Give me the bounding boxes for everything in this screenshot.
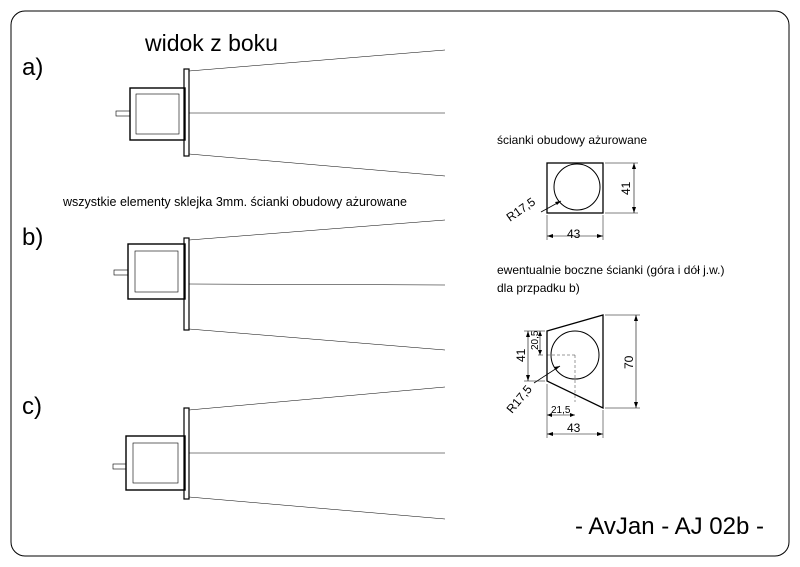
housing-box [129, 87, 186, 141]
detail-1-title: ścianki obudowy ażurowane [497, 133, 647, 147]
housing-inner [134, 250, 179, 293]
dimension-arrows [632, 163, 636, 213]
housing-inner [132, 442, 179, 484]
detail-1-panel [540, 162, 638, 240]
detail-2-height-right: 70 [622, 355, 636, 369]
shaft [112, 463, 127, 470]
variant-a-side-view [115, 49, 446, 177]
variant-label-a: a) [22, 54, 43, 81]
trapezoid-panel [546, 314, 604, 410]
housing-box [125, 435, 186, 491]
dimension-arrows [547, 234, 603, 238]
detail-1-height: 41 [619, 181, 633, 195]
horn-top-line [188, 219, 446, 241]
detail-2-radius: R17,5 [504, 382, 536, 416]
variant-label-c: c) [22, 393, 42, 420]
shaft [113, 269, 129, 276]
horn-axis-line [188, 283, 446, 286]
horn-top-line [188, 386, 446, 411]
detail-2-offset-h: 21,5 [551, 405, 571, 416]
baffle-plate [183, 407, 190, 500]
dimension-arrows [547, 432, 603, 436]
detail-2-width: 43 [567, 421, 581, 435]
square-panel [546, 162, 604, 214]
detail-2-offset-v: 20,5 [530, 330, 541, 350]
dimension-arrows [526, 331, 542, 381]
variant-label-b: b) [22, 224, 43, 251]
housing-box [127, 243, 186, 300]
shaft [115, 110, 131, 117]
detail-1-radius: R17,5 [504, 194, 539, 224]
detail-2-height-left: 41 [514, 348, 528, 362]
cutout-circle [553, 163, 601, 211]
drawing-signature: - AvJan - AJ 02b - [575, 513, 764, 540]
page-frame [10, 10, 790, 557]
cutout-circle [550, 330, 600, 380]
horn-bottom-line [188, 153, 446, 177]
horn-bottom-line [188, 496, 446, 520]
horn-bottom-line [188, 328, 446, 351]
page-title: widok z boku [144, 30, 278, 56]
detail-2-panel [524, 314, 640, 438]
material-note: wszystkie elementy sklejka 3mm. ścianki … [62, 195, 407, 209]
detail-2-title-line1: ewentualnie boczne ścianki (góra i dół j… [497, 263, 724, 277]
radius-arrow [555, 201, 561, 205]
detail-1-width: 43 [567, 227, 581, 241]
horn-top-line [188, 49, 446, 72]
baffle-plate [183, 68, 190, 157]
housing-inner [135, 93, 180, 135]
variant-c-side-view [112, 386, 446, 520]
radius-arrow [554, 366, 560, 370]
variant-b-side-view [113, 219, 446, 351]
detail-2-title-line2: dla przpadku b) [497, 281, 580, 295]
